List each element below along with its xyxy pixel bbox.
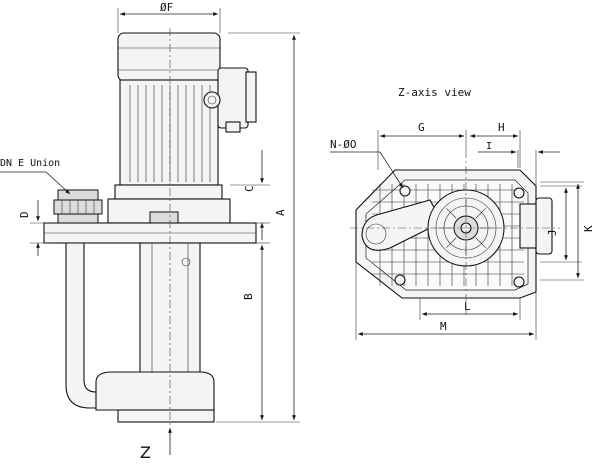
rotor-spoke [475,237,487,249]
dim-label-b: B [242,293,255,300]
cable-gland [203,91,221,109]
dim-label-l: L [464,300,471,313]
mounting-hole [399,185,411,197]
side-view [43,28,257,440]
rotor-spoke [475,207,487,219]
rotor-spoke [445,237,457,249]
side-terminal-box [535,197,553,255]
dim-label-i: I [486,141,492,152]
dim-label-g: G [418,121,425,134]
dim-label-c: C [243,185,256,192]
motor-flange [114,184,223,200]
dim-label-phi-f: ØF [160,1,173,14]
pump-volute [95,371,215,411]
side-view-dimensions: ØF A C B D DN E Union Z [0,1,300,462]
dim-label-d: D [18,211,31,218]
motor-top-cover [117,32,221,82]
rotor-spoke [445,207,457,219]
label-dn-e-union: DN E Union [0,158,60,169]
dim-label-k: K [582,225,595,232]
z-axis-view [350,150,560,315]
mounting-hole [513,187,525,199]
label-n-phi-o: N-ØO [330,138,357,151]
mounting-hole [394,274,406,286]
dim-label-h: H [498,121,505,134]
motor-body [119,79,219,186]
dim-label-j: J [546,229,559,236]
z-axis-view-title: Z-axis view [398,86,471,99]
dim-label-a: A [274,209,287,216]
mounting-hole [513,276,525,288]
z-view-dimensions: G H I N-ØO J K L M [330,121,595,340]
dim-label-m: M [440,320,447,333]
terminal-box [217,67,249,129]
motor-fins [129,85,211,182]
union-fitting [53,189,103,224]
label-z: Z [140,443,151,462]
